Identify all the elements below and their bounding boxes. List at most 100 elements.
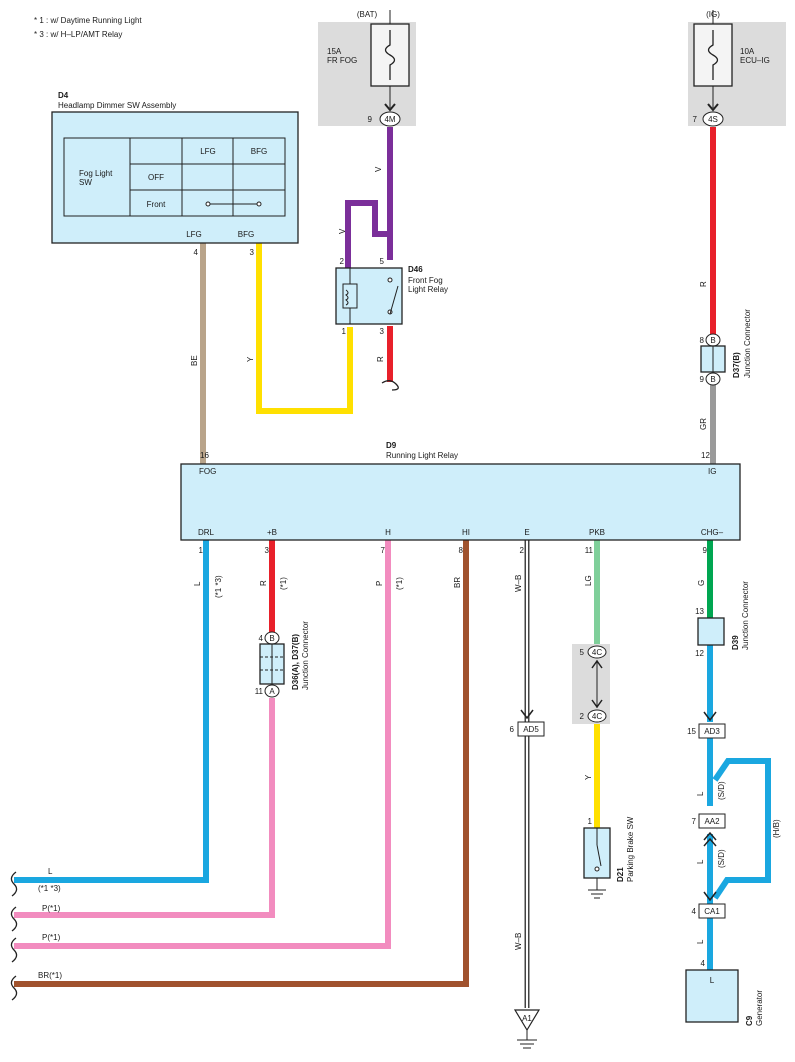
- switch-icon: [594, 828, 602, 872]
- label-br: BR: [453, 577, 462, 588]
- note-p-h: (*1): [395, 577, 404, 590]
- pin-4s: [702, 111, 724, 127]
- d37b-pin-9: 9: [700, 375, 705, 384]
- conn-4c-pin-5: 5: [580, 648, 585, 657]
- d9-pin-11: 11: [585, 546, 594, 555]
- d21-pin-1: 1: [588, 817, 593, 826]
- d36-letter-b: B: [269, 634, 274, 643]
- d39-code: D39: [731, 635, 740, 650]
- d37b-name: Junction Connector: [743, 309, 752, 378]
- d37b-letter-bottom: B: [710, 375, 715, 384]
- relay-switch-icon: [387, 277, 399, 315]
- conn-4c-top-label: 4C: [592, 648, 602, 657]
- bat-fuse-amp: 15A: [327, 47, 342, 56]
- label-l-drl: L: [193, 581, 202, 586]
- d39-name: Junction Connector: [741, 581, 750, 650]
- note-r-plus-b: (*1): [279, 577, 288, 590]
- conn-4c-top: [587, 645, 607, 659]
- pin-9-label: 9: [368, 115, 373, 124]
- label-wb-lower: W–B: [514, 933, 523, 950]
- d39-pin-12: 12: [695, 649, 704, 658]
- wire-p-h: [14, 540, 391, 949]
- conn-4m-label: 4M: [384, 115, 395, 124]
- d37b-code: D37(B): [732, 352, 741, 378]
- d36-pin-4: 4: [259, 634, 264, 643]
- label-v: V: [374, 166, 383, 172]
- ad3-pin: 15: [687, 727, 696, 736]
- d9-pin-8: 8: [459, 546, 464, 555]
- ad5-chevron-icon: [520, 709, 534, 720]
- d36-internal: [260, 644, 284, 684]
- d46-name-2: Light Relay: [408, 285, 448, 294]
- aa2-chevron-icon: [703, 831, 717, 847]
- c9-code: C9: [745, 1015, 754, 1026]
- c9-name: Generator: [755, 990, 764, 1026]
- d9-chg: CHG–: [701, 528, 724, 537]
- exit-br-label: BR(*1): [38, 971, 62, 980]
- bat-label: (BAT): [357, 10, 378, 19]
- break-icon: [381, 380, 399, 391]
- ca1-label: CA1: [704, 907, 720, 916]
- d36-name: Junction Connector: [301, 621, 310, 690]
- ca1-chevron-icon: [703, 891, 717, 902]
- break-icon: [10, 975, 18, 1001]
- d4-table: [63, 137, 286, 217]
- d37b-pin-b-bottom: [705, 372, 721, 386]
- wire-v-branch: [345, 200, 390, 268]
- d4-terminal-lfg: LFG: [186, 230, 202, 239]
- label-l-ad3: L: [696, 791, 705, 796]
- d4-code: D4: [58, 91, 69, 100]
- d9-pin-7: 7: [381, 546, 386, 555]
- d9-pin-2: 2: [520, 546, 525, 555]
- d9-pkb: PKB: [589, 528, 605, 537]
- label-y-pkb: Y: [584, 774, 593, 780]
- d4-col-lfg: LFG: [200, 147, 216, 156]
- ecu-ig-fuse-icon: [693, 10, 733, 112]
- c9-box: [685, 969, 739, 1023]
- label-hb: (H/B): [772, 819, 781, 838]
- label-sd-2: (S/D): [717, 849, 726, 868]
- ca1-pin: 4: [692, 907, 697, 916]
- label-r-relay: R: [376, 356, 385, 362]
- d9-h: H: [385, 528, 391, 537]
- label-v-branch: V: [338, 228, 347, 234]
- label-r-ig: R: [699, 281, 708, 287]
- note-l-drl: (*1 *3): [214, 575, 223, 598]
- label-p-h: P: [375, 581, 384, 586]
- pin-4m: [379, 111, 401, 127]
- wire-l-hb: [712, 758, 771, 900]
- d37b-letter-top: B: [710, 336, 715, 345]
- note-3: * 3 : w/ H–LP/AMT Relay: [34, 30, 122, 39]
- ground-icon: [513, 1009, 541, 1049]
- label-be: BE: [190, 355, 199, 366]
- label-y: Y: [246, 356, 255, 362]
- ad5-connector: [517, 721, 545, 737]
- d46-pin-5: 5: [380, 257, 385, 266]
- break-icon: [10, 871, 18, 897]
- exit-l-label: L: [48, 867, 53, 876]
- c9-pin: 4: [701, 959, 706, 968]
- conn-4c-area: [572, 644, 610, 724]
- wire-l-drl: [14, 540, 209, 883]
- d9-hi: HI: [462, 528, 470, 537]
- conn-4s-label: 4S: [708, 115, 718, 124]
- conn-4c-bottom-label: 4C: [592, 712, 602, 721]
- ca1-connector: [698, 903, 726, 919]
- d4-terminal-bfg: BFG: [238, 230, 254, 239]
- d9-pin-9: 9: [703, 546, 708, 555]
- aa2-connector: [698, 813, 726, 829]
- d9-ig-label: IG: [708, 467, 716, 476]
- label-l-aa2: L: [696, 859, 705, 864]
- d9-code: D9: [386, 441, 397, 450]
- exit-l-sub: (*1 *3): [38, 884, 61, 893]
- d4-pin-3: 3: [250, 248, 255, 257]
- ig-fuse-name: ECU–IG: [740, 56, 770, 65]
- ground-a1-label: A1: [522, 1014, 532, 1023]
- d9-fog-label: FOG: [199, 467, 216, 476]
- d37b-pin-8: 8: [700, 336, 705, 345]
- d4-name: Headlamp Dimmer SW Assembly: [58, 101, 176, 110]
- d4-box: [51, 111, 299, 244]
- d4-pin-4: 4: [194, 248, 199, 257]
- label-l-ca1: L: [696, 939, 705, 944]
- wire-br: [14, 540, 469, 987]
